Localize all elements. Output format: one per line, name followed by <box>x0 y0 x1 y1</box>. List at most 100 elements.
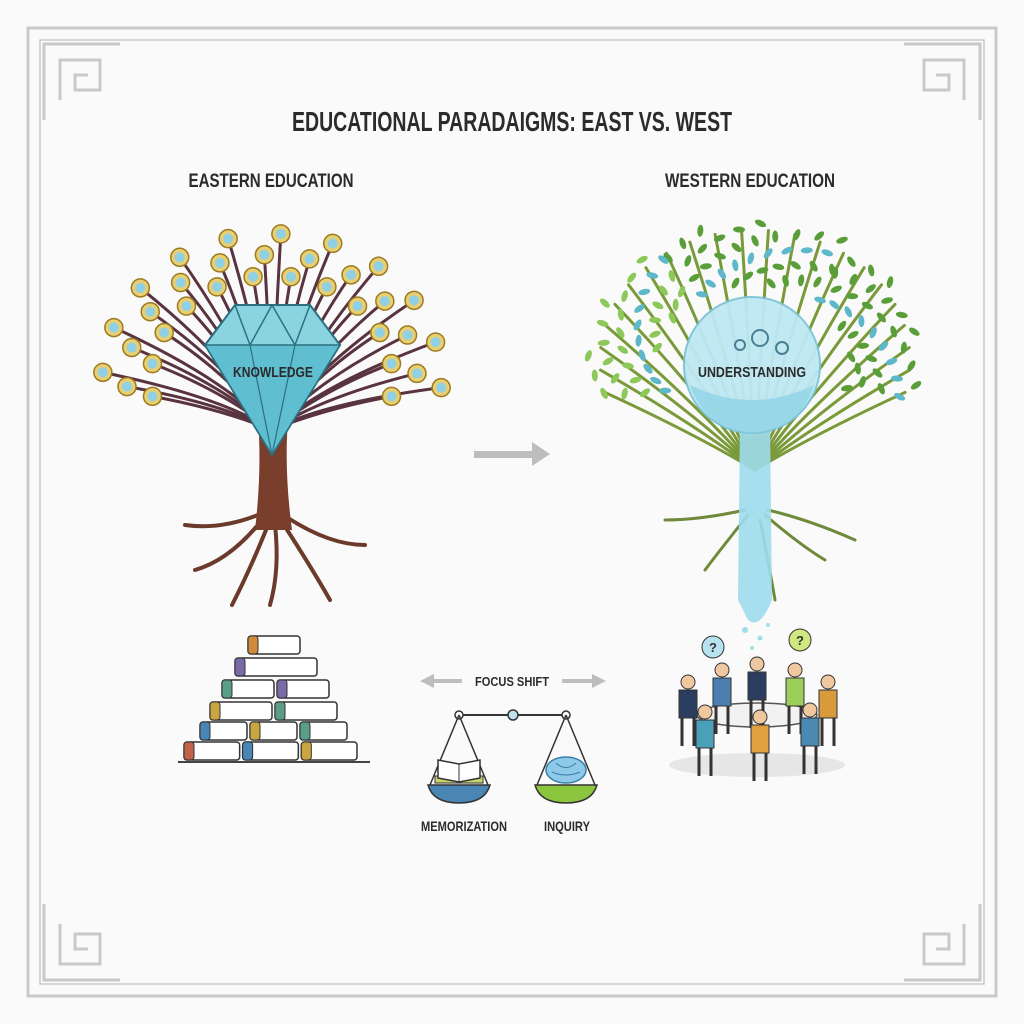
leaf <box>731 277 740 289</box>
leaf <box>909 327 920 336</box>
coin-icon <box>130 278 151 298</box>
leaf <box>847 256 856 267</box>
leaf <box>705 279 716 288</box>
book <box>234 657 318 677</box>
page-title: EDUCATIONAL PARADAIGMS: EAST VS. WEST <box>292 106 732 137</box>
leaf <box>617 308 624 321</box>
leaf <box>584 350 592 362</box>
coin-icon <box>207 277 227 297</box>
coin-icon <box>169 247 190 268</box>
leaf <box>837 320 847 332</box>
leaf <box>857 342 870 349</box>
leaf <box>847 330 859 339</box>
leaf <box>809 260 818 272</box>
leaf <box>600 387 608 399</box>
coin-icon <box>299 249 320 269</box>
svg-text:?: ? <box>796 633 804 648</box>
leaf <box>658 285 668 296</box>
inquiry-pan <box>534 784 598 804</box>
coin-icon <box>140 301 160 322</box>
leaf <box>878 341 889 351</box>
coin-icon <box>154 322 174 343</box>
book-stack-icon <box>183 635 358 761</box>
leaf <box>766 278 776 289</box>
leaf <box>829 263 836 276</box>
coin-icon <box>425 332 446 352</box>
greek-key-corner-ornament <box>26 26 130 130</box>
tree-roots <box>183 513 367 607</box>
coin-icon <box>93 362 113 383</box>
transition-arrow-icon <box>474 442 550 466</box>
leaf <box>849 273 858 285</box>
leaf <box>868 264 875 277</box>
coin-icon <box>370 322 390 343</box>
leaf <box>733 226 746 233</box>
coin-icon <box>281 267 301 287</box>
leaf <box>876 312 886 323</box>
leaf <box>782 275 789 287</box>
coin-icon <box>142 353 163 374</box>
leaf <box>596 319 609 327</box>
svg-text:?: ? <box>709 640 717 655</box>
person-icon <box>750 709 770 781</box>
leaf <box>717 268 727 280</box>
leaf <box>781 246 793 255</box>
leaf <box>886 276 894 289</box>
leaf <box>638 349 646 362</box>
leaf <box>756 267 769 274</box>
leaf <box>616 327 625 338</box>
coin-fruits <box>93 224 451 407</box>
leaf <box>836 236 848 244</box>
leaf <box>627 272 637 283</box>
leaf <box>877 383 885 395</box>
leaf <box>621 387 628 400</box>
leaf <box>697 243 708 254</box>
water-drops <box>742 623 770 650</box>
coin-icon <box>368 256 389 277</box>
leaf <box>793 229 801 241</box>
person-icon <box>678 674 698 746</box>
leaf <box>668 270 676 282</box>
tree-trunk <box>255 420 292 530</box>
leaf <box>895 311 908 319</box>
leaf <box>890 375 903 382</box>
leaf <box>844 306 853 318</box>
leaf <box>840 384 853 392</box>
coin-icon <box>431 377 451 398</box>
eastern-heading: EASTERN EDUCATION <box>189 171 354 192</box>
leaf <box>599 298 610 308</box>
leaf <box>814 296 826 304</box>
book <box>274 701 338 721</box>
gears-icon <box>734 329 789 355</box>
coin-icon <box>271 224 291 244</box>
leaf <box>635 334 642 347</box>
coin-icon <box>243 267 263 287</box>
leaf <box>591 369 598 382</box>
leaf <box>672 298 679 311</box>
leaf <box>731 242 742 252</box>
leaf <box>813 276 822 288</box>
leaf <box>869 326 877 339</box>
coin-icon <box>397 325 418 345</box>
question-bubble-icon: ? <box>788 628 812 652</box>
book <box>276 679 330 699</box>
leaf <box>633 319 642 331</box>
leaf <box>658 255 669 264</box>
leaf <box>602 357 614 366</box>
coin-icon <box>375 291 395 311</box>
leaf <box>910 381 922 390</box>
leaf <box>649 317 662 324</box>
leaf <box>714 252 726 260</box>
coin-icon <box>121 337 142 358</box>
leaf-cluster <box>584 219 922 401</box>
leaf <box>610 373 620 384</box>
book <box>247 635 301 655</box>
leaf <box>629 376 642 384</box>
leaf <box>861 301 873 310</box>
western-understanding-tree: UNDERSTANDING <box>584 219 922 650</box>
memorization-pan <box>427 784 491 804</box>
leaf <box>763 248 773 259</box>
balance-scale-icon: FOCUS SHIFT MEMORIZATION INQUIRY <box>420 674 606 834</box>
leaf <box>713 234 726 242</box>
